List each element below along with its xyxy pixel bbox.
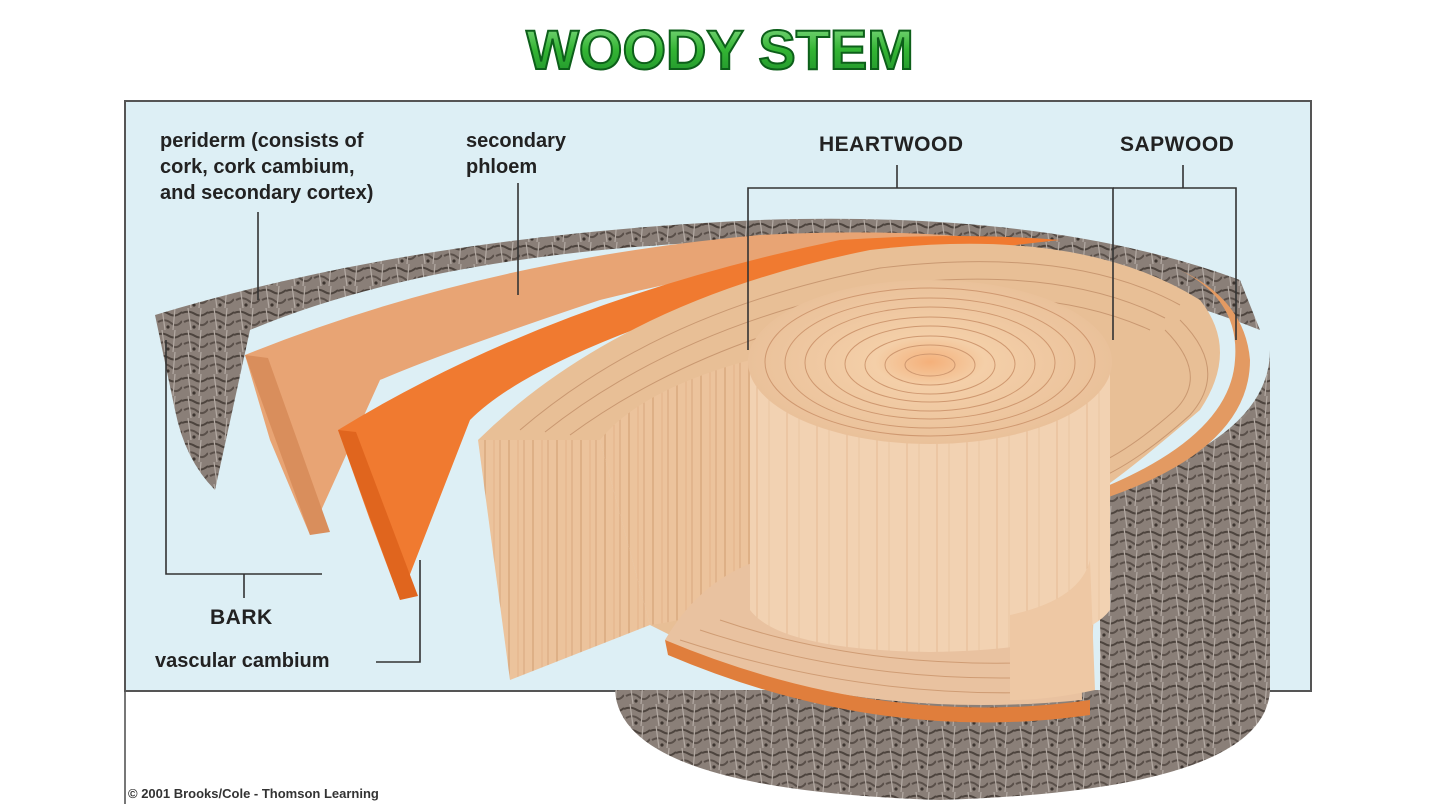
secondary-phloem-strip bbox=[245, 232, 1000, 535]
title-graphic: WOODY STEM bbox=[525, 17, 915, 82]
vascular-cambium-strip bbox=[338, 236, 1060, 600]
heartwood-step bbox=[1010, 560, 1095, 700]
label-heartwood: HEARTWOOD bbox=[819, 133, 964, 156]
heartwood-bracket bbox=[747, 187, 1114, 350]
sapwood-side bbox=[600, 360, 750, 625]
bark-cylinder-side bbox=[1100, 350, 1270, 775]
panel-bottom-border-right bbox=[1270, 690, 1312, 692]
panel-bottom-border bbox=[124, 690, 624, 692]
label-periderm: periderm (consists of cork, cork cambium… bbox=[160, 130, 374, 204]
label-bark: BARK bbox=[210, 606, 273, 629]
label-secondary-phloem: secondary phloem bbox=[466, 130, 567, 178]
lower-border bbox=[124, 692, 126, 804]
bottom-ledge-lip bbox=[665, 640, 1090, 723]
cut-lining bbox=[1085, 270, 1250, 500]
leader-lines bbox=[165, 165, 1237, 663]
page-title: WOODY STEM bbox=[526, 18, 914, 81]
secondary-phloem-edge bbox=[245, 355, 330, 535]
heartwood-top bbox=[748, 280, 1112, 444]
heartwood-rings bbox=[764, 287, 1096, 437]
sapwood-bracket bbox=[1113, 187, 1237, 340]
cambium-leader bbox=[376, 560, 421, 663]
bark-bracket bbox=[165, 340, 322, 575]
vascular-cambium-edge bbox=[338, 430, 418, 600]
label-sapwood: SAPWOOD bbox=[1120, 133, 1235, 156]
copyright-notice: © 2001 Brooks/Cole - Thomson Learning bbox=[128, 786, 379, 801]
title-banner: WOODY STEM bbox=[0, 14, 1440, 84]
label-vascular-cambium: vascular cambium bbox=[155, 650, 330, 672]
sapwood-front-face bbox=[478, 440, 650, 680]
